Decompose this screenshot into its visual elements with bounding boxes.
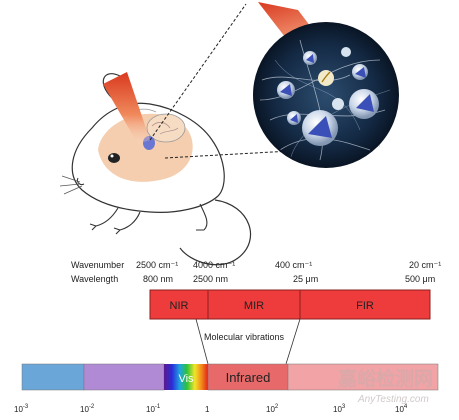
zoom-line-top — [149, 3, 247, 141]
wavenumber-2500: 2500 cm⁻¹ — [136, 260, 178, 270]
wavelength-2500nm: 2500 nm — [193, 274, 228, 284]
connector-left — [195, 318, 209, 365]
watermark-english: AnyTesting.com — [357, 394, 429, 405]
ir-band-bar: NIR MIR FIR — [149, 289, 431, 320]
mouse-illustration — [59, 73, 252, 266]
light-beam-mouse — [103, 72, 150, 144]
row-label-wavelength: Wavelength — [71, 274, 118, 284]
watermark-chinese: 嘉峪检测网 — [337, 367, 433, 390]
region-purple — [83, 363, 165, 391]
tick-label: 10-2 — [80, 404, 95, 414]
wavenumber-4000: 4000 cm⁻¹ — [193, 260, 235, 270]
band-label-mir: MIR — [244, 300, 264, 312]
watermark: 嘉峪检测网 AnyTesting.com — [337, 367, 433, 405]
spectrum-header: Wavenumber Wavelength 2500 cm⁻¹ 800 nm 4… — [71, 260, 441, 284]
infrared-label: Infrared — [226, 370, 271, 385]
molecular-vibrations-label: Molecular vibrations — [204, 332, 285, 342]
band-label-fir: FIR — [356, 300, 374, 312]
row-label-wavenumber: Wavenumber — [71, 260, 124, 270]
region-infrared — [207, 363, 289, 391]
tick-labels: 10-3 10-2 10-1 1 102 103 104 — [14, 404, 408, 414]
tick-label: 102 — [266, 404, 279, 414]
wavelength-800nm: 800 nm — [143, 274, 173, 284]
wavenumber-20: 20 cm⁻¹ — [409, 260, 441, 270]
band-label-nir: NIR — [170, 300, 189, 312]
region-visible — [164, 364, 208, 390]
region-uv — [21, 363, 85, 391]
tick-label: 10-1 — [146, 404, 161, 414]
wavelength-25um: 25 μm — [293, 274, 318, 284]
vis-label: Vis — [178, 373, 194, 385]
band-mir — [207, 289, 301, 320]
spectrum-bar: Vis Infrared — [21, 363, 439, 391]
tick-label: 104 — [395, 404, 408, 414]
tick-label: 1 — [205, 405, 210, 414]
tick-label: 10-3 — [14, 404, 29, 414]
zoom-line-bottom — [164, 145, 381, 159]
tick-label: 103 — [333, 404, 346, 414]
connector-right — [285, 318, 301, 365]
wavelength-500um: 500 μm — [405, 274, 435, 284]
band-fir — [299, 289, 431, 320]
band-nir — [149, 289, 209, 320]
neuron-inset — [253, 2, 399, 168]
region-far — [287, 363, 439, 391]
wavenumber-400: 400 cm⁻¹ — [275, 260, 312, 270]
